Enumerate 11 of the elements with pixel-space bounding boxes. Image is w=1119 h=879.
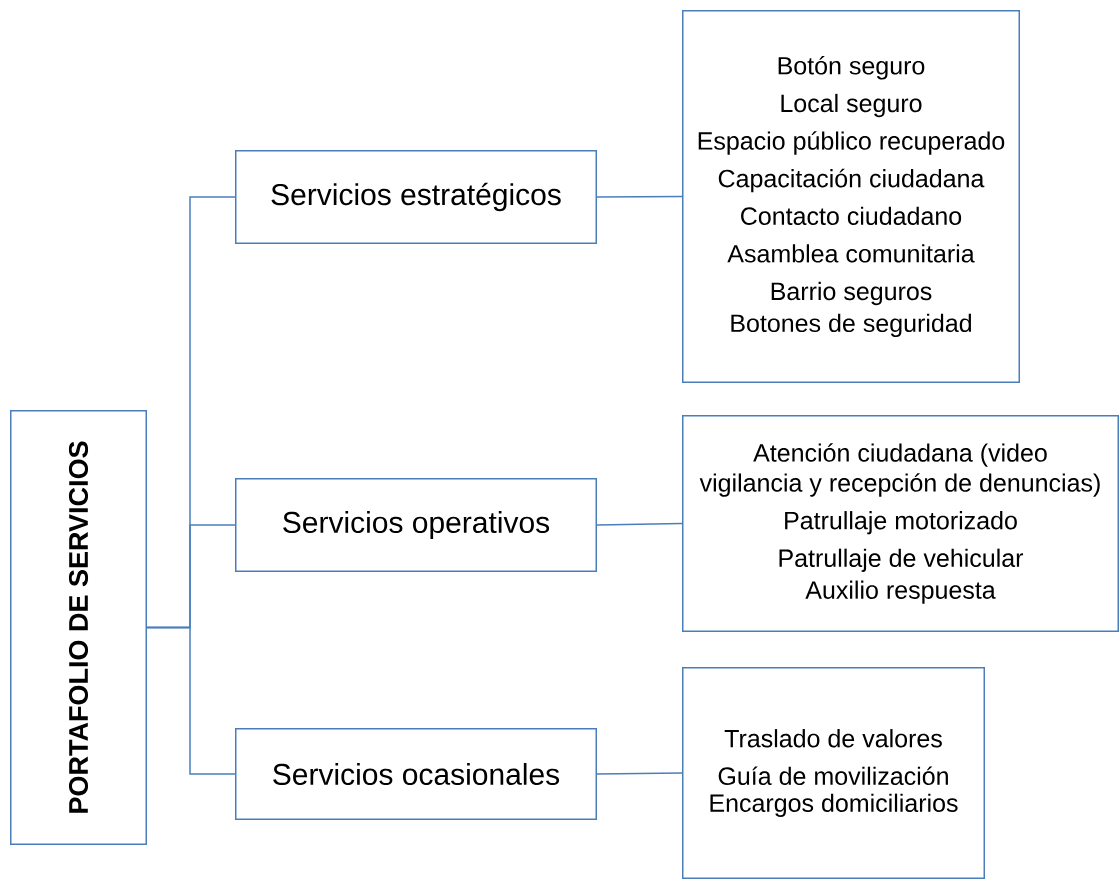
- connector-line: [596, 772, 683, 775]
- connector-line: [596, 195, 683, 198]
- category-box: Servicios estratégicos: [235, 150, 597, 244]
- service-list-box: Atención ciudadana (video vigilancia y recepción de denuncias) Patrullaje motorizado Patrullaje de vehicular Auxilio respuesta: [682, 415, 1119, 632]
- service-list-box: Traslado de valores Guía de movilización Encargos domiciliarios: [682, 667, 985, 879]
- service-list-box: Botón seguro Local seguro Espacio público recuperado Capacitación ciudadana Contacto ciudadano Asamblea comunitaria Barrio seguros Botones de seguridad: [682, 10, 1020, 383]
- connector-line: [146, 626, 236, 775]
- category-box: Servicios ocasionales: [235, 728, 597, 820]
- connector-line: [596, 522, 683, 526]
- category-box: Servicios operativos: [235, 478, 597, 572]
- title-box: PORTAFOLIO DE SERVICIOS: [10, 410, 147, 845]
